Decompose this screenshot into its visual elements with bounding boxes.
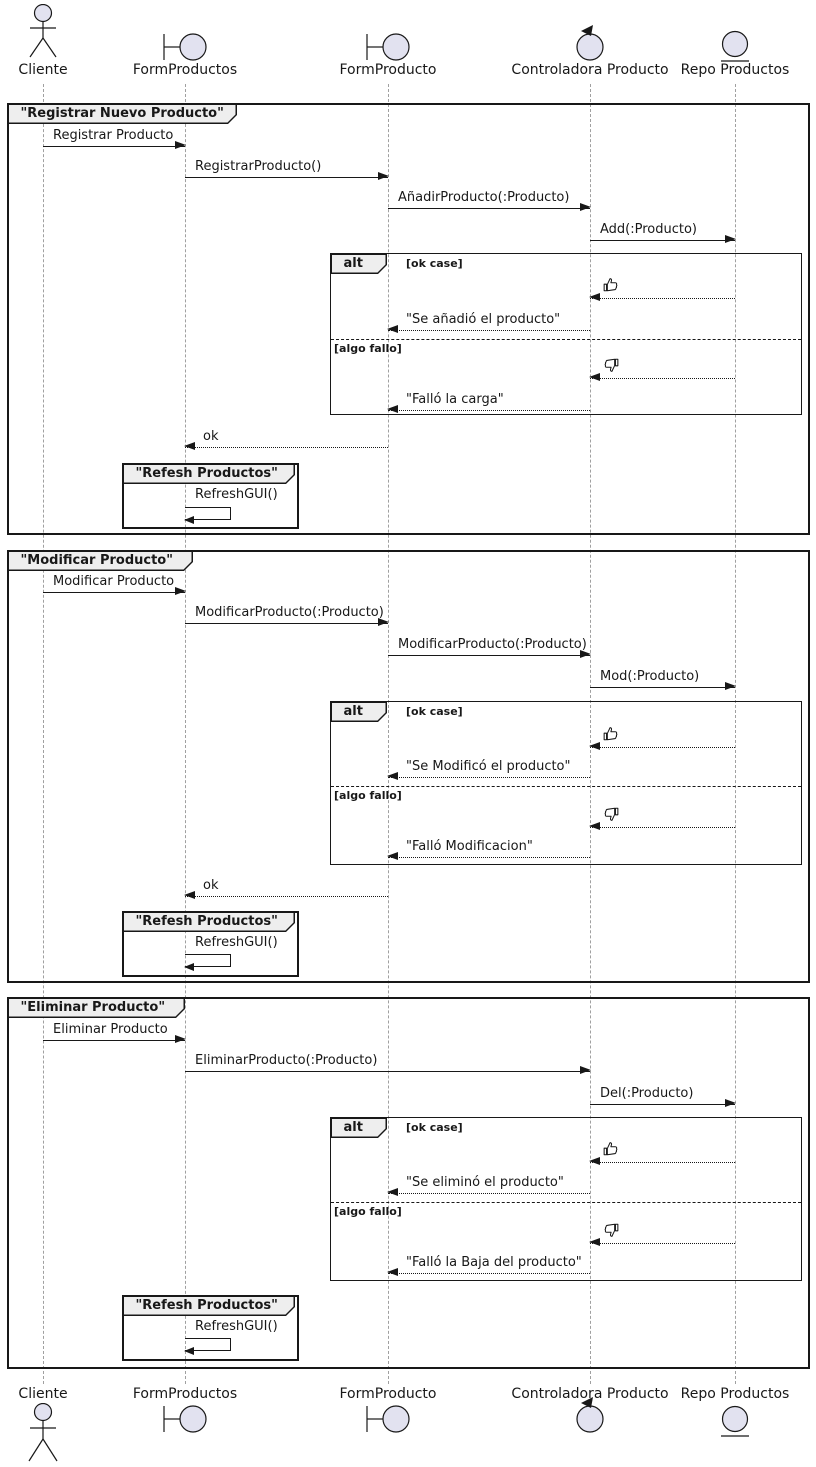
alt-keyword: alt: [332, 255, 386, 273]
alt-fragment: [330, 1117, 802, 1281]
participant-label: Repo Productos: [680, 62, 790, 78]
alt-keyword-tab: alt: [330, 253, 387, 274]
frame-title: "Registrar Nuevo Producto": [9, 105, 236, 123]
message-label: Add(:Producto): [600, 222, 698, 237]
frame-title: "Eliminar Producto": [9, 999, 184, 1017]
thumb-down-icon: [603, 1222, 619, 1238]
message-label: "Falló la Baja del producto": [406, 1255, 582, 1270]
thumb-up-icon: [603, 1141, 619, 1157]
self-message-label: RefreshGUI(): [195, 935, 278, 950]
message-label: Del(:Producto): [600, 1086, 694, 1101]
lifeline-cliente: [43, 84, 44, 1384]
message-label: Eliminar Producto: [53, 1022, 168, 1037]
self-message-label: RefreshGUI(): [195, 1319, 278, 1334]
message-label: "Se añadió el producto": [406, 312, 561, 327]
refresh-title-tab: "Refesh Productos": [122, 463, 295, 484]
refresh-title: "Refesh Productos": [124, 913, 294, 931]
frame-registrar: [7, 103, 810, 535]
alt-keyword: alt: [332, 1119, 386, 1137]
lifeline-formproductos: [185, 84, 186, 1384]
participant-label: Controladora Producto: [511, 1386, 669, 1402]
guard-fail: [algo fallo]: [334, 1205, 402, 1218]
guard-ok: [ok case]: [406, 705, 463, 718]
participant-label: FormProducto: [339, 1386, 437, 1402]
message-label: "Falló Modificacion": [406, 839, 533, 854]
message-label: EliminarProducto(:Producto): [195, 1053, 378, 1068]
frame-title: "Modificar Producto": [9, 552, 192, 570]
lifeline-controladora: [590, 84, 591, 1384]
message-label: "Se Modificó el producto": [406, 759, 571, 774]
message-label: Mod(:Producto): [600, 669, 700, 684]
participant-label: Controladora Producto: [511, 62, 669, 78]
self-loop-arrow: [184, 507, 231, 524]
participant-label: FormProductos: [132, 1386, 238, 1402]
refresh-title-tab: "Refesh Productos": [122, 911, 295, 932]
frame-modificar: [7, 550, 810, 983]
thumb-up-icon: [603, 277, 619, 293]
participant-label: Cliente: [18, 62, 68, 78]
guard-fail: [algo fallo]: [334, 789, 402, 802]
boundary-icon: [161, 1404, 209, 1438]
participant-label: Cliente: [18, 1386, 68, 1402]
message-label: "Se eliminó el producto": [406, 1175, 564, 1190]
lifeline-formproducto: [388, 84, 389, 1384]
message-label: RegistrarProducto(): [195, 159, 322, 174]
thumb-down-icon: [603, 806, 619, 822]
frame-title-tab: "Eliminar Producto": [7, 997, 185, 1018]
alt-divider: [331, 339, 801, 340]
participant-label: FormProductos: [132, 62, 238, 78]
boundary-icon: [364, 1404, 412, 1438]
message-label: "Falló la carga": [406, 392, 504, 407]
thumb-up-icon: [603, 726, 619, 742]
guard-fail: [algo fallo]: [334, 342, 402, 355]
participant-label: Repo Productos: [680, 1386, 790, 1402]
alt-fragment: [330, 701, 802, 865]
frame-title-tab: "Registrar Nuevo Producto": [7, 103, 237, 124]
actor-icon: [25, 3, 61, 64]
alt-divider: [331, 786, 801, 787]
frame-title-tab: "Modificar Producto": [7, 550, 193, 571]
refresh-title: "Refesh Productos": [124, 1297, 294, 1315]
guard-ok: [ok case]: [406, 257, 463, 270]
message-label: ok: [203, 429, 219, 444]
boundary-icon: [161, 32, 209, 66]
alt-keyword-tab: alt: [330, 701, 387, 722]
self-loop-arrow: [184, 954, 231, 971]
self-loop-arrow: [184, 1338, 231, 1355]
message-label: Registrar Producto: [53, 128, 174, 143]
message-label: ModificarProducto(:Producto): [398, 637, 587, 652]
refresh-title-tab: "Refesh Productos": [122, 1295, 295, 1316]
control-icon: [574, 1396, 606, 1438]
frame-eliminar: [7, 997, 810, 1369]
alt-keyword: alt: [332, 703, 386, 721]
message-label: ModificarProducto(:Producto): [195, 605, 384, 620]
alt-fragment: [330, 253, 802, 415]
lifeline-repo: [735, 84, 736, 1384]
guard-ok: [ok case]: [406, 1121, 463, 1134]
participant-label: FormProducto: [339, 62, 437, 78]
alt-keyword-tab: alt: [330, 1117, 387, 1138]
thumb-down-icon: [603, 357, 619, 373]
entity-icon: [719, 1405, 751, 1443]
message-label: Modificar Producto: [53, 574, 175, 589]
refresh-title: "Refesh Productos": [124, 465, 294, 483]
actor-icon: [25, 1402, 61, 1467]
message-label: AñadirProducto(:Producto): [398, 190, 570, 205]
control-icon: [574, 24, 606, 66]
entity-icon: [719, 30, 751, 68]
alt-divider: [331, 1202, 801, 1203]
self-message-label: RefreshGUI(): [195, 487, 278, 502]
boundary-icon: [364, 32, 412, 66]
message-label: ok: [203, 878, 219, 893]
